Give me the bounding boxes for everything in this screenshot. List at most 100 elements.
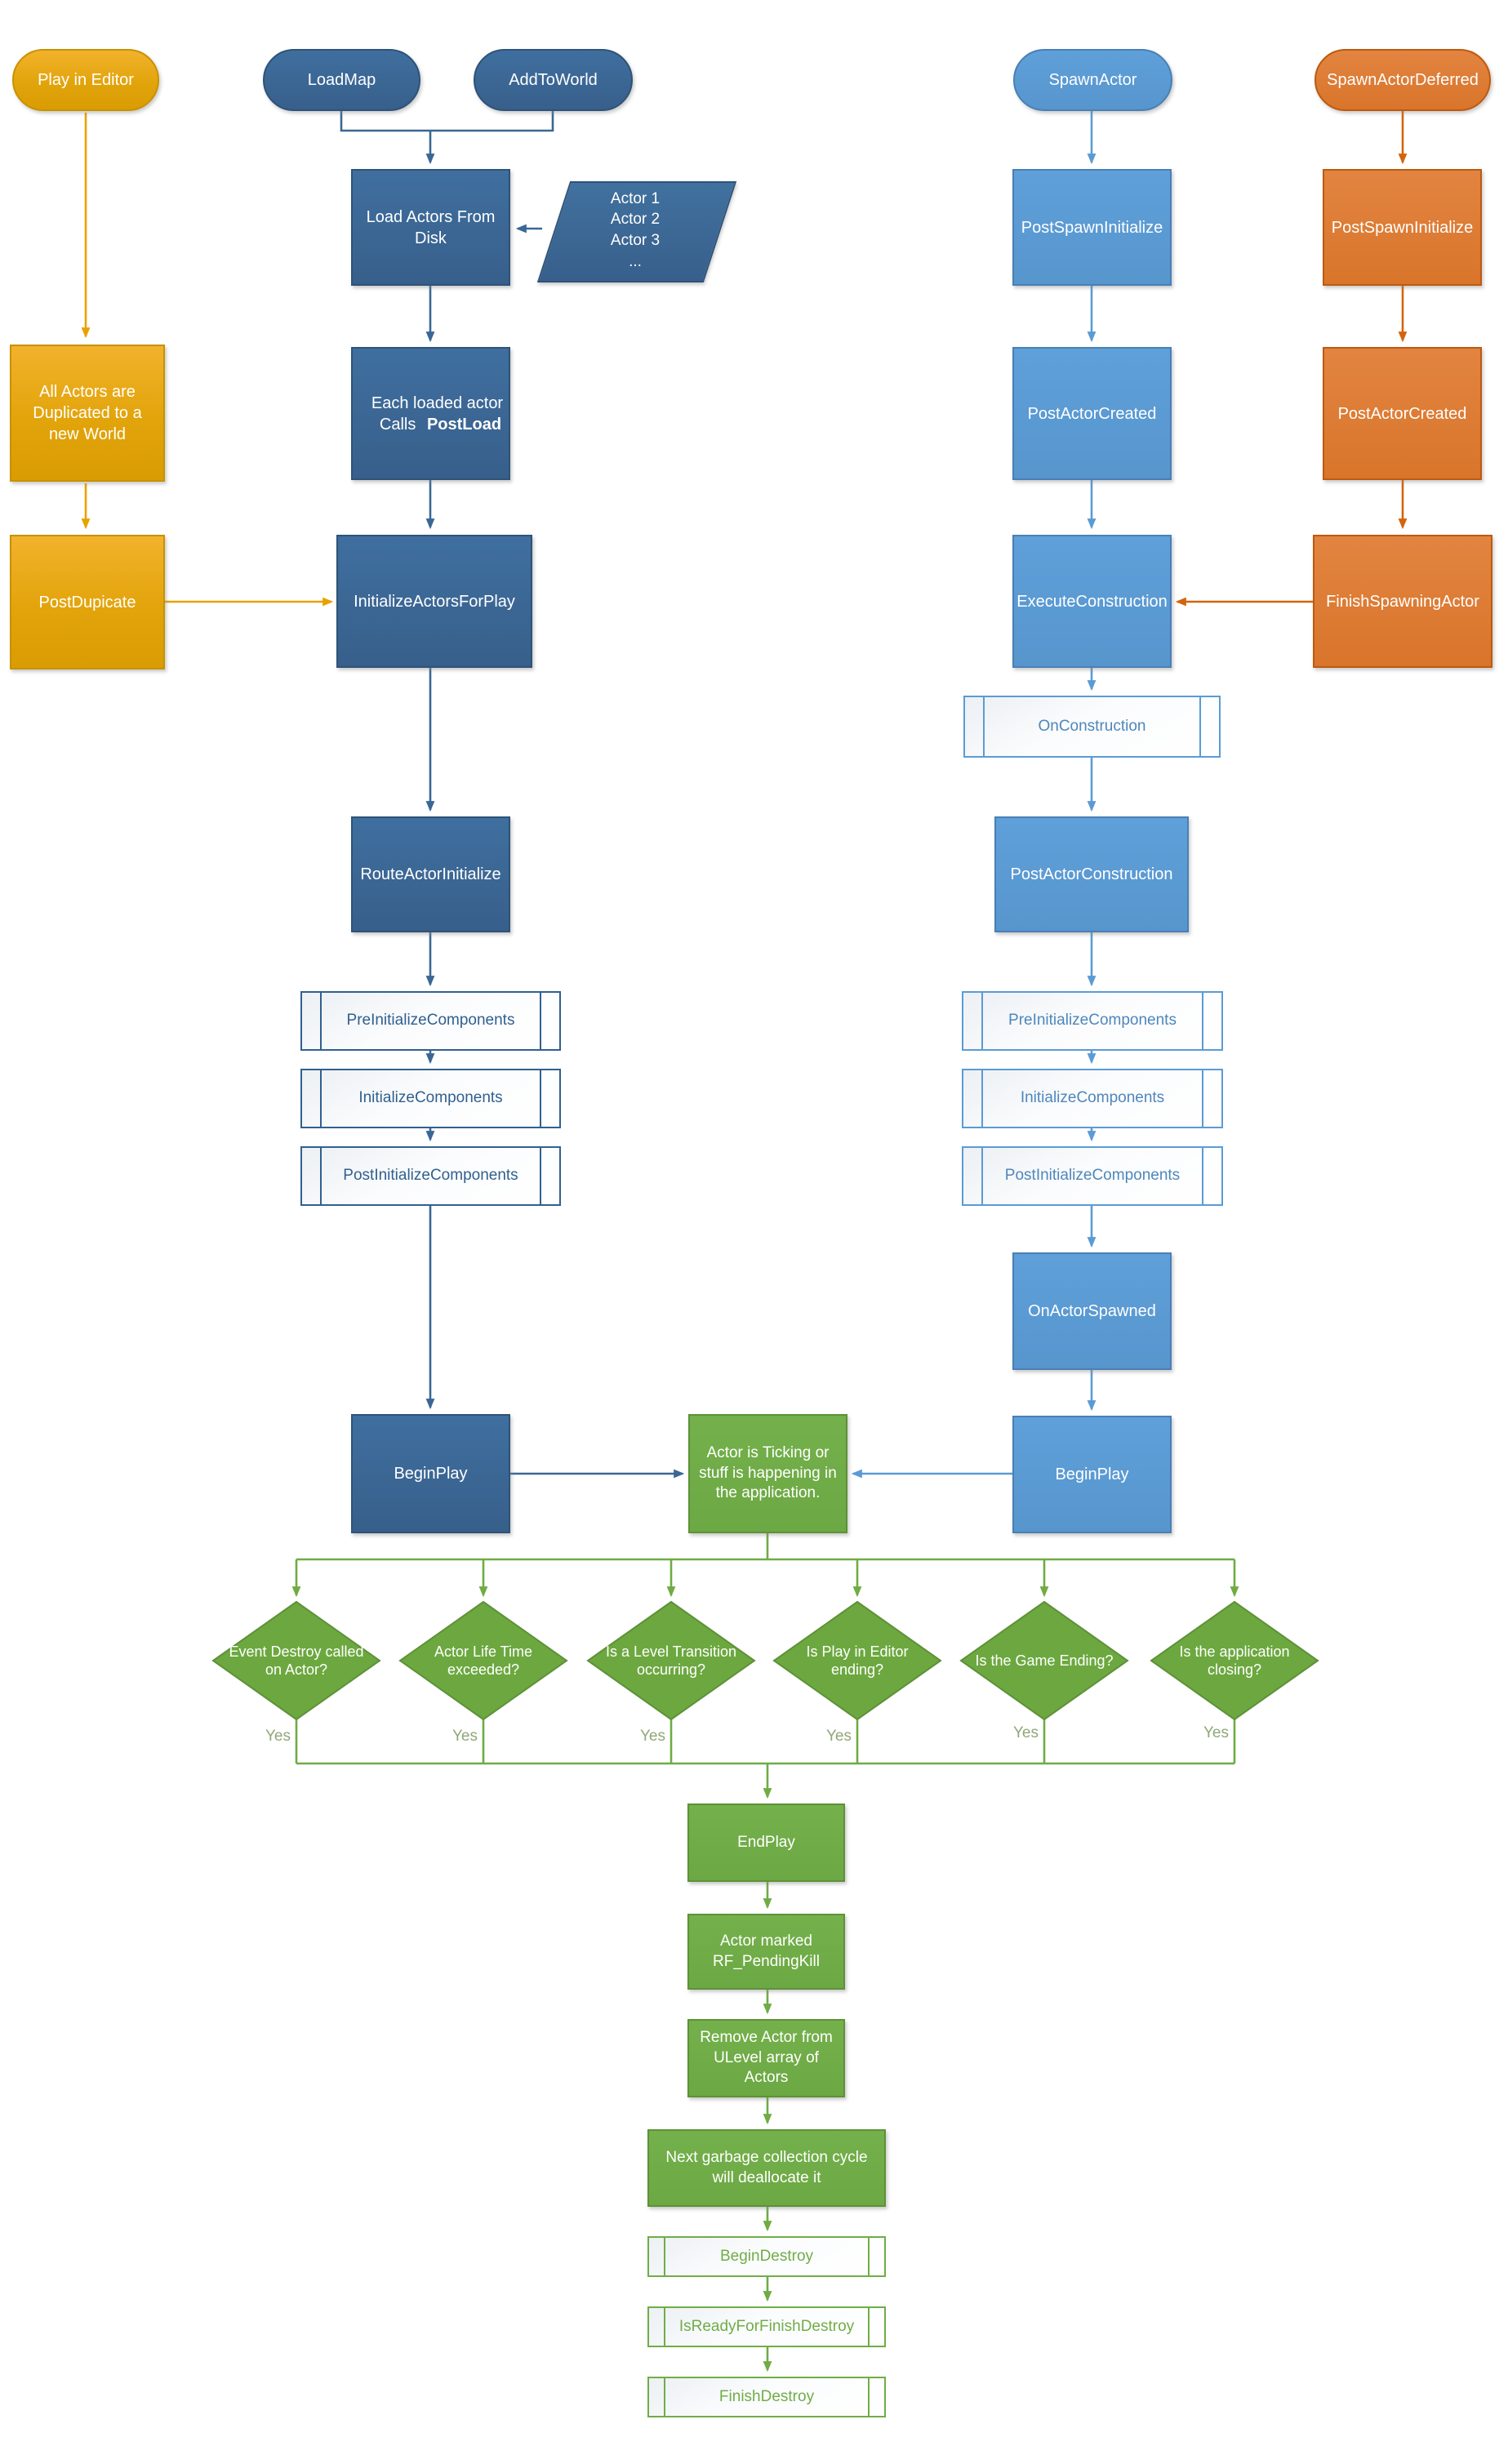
process-post-duplicate-label: PostDupicate bbox=[38, 593, 136, 612]
process-post-duplicate: PostDupicate bbox=[10, 535, 165, 669]
subprocess-initialize-components-load: InitializeComponents bbox=[300, 1069, 561, 1128]
process-post-spawn-initialize-spawn: PostSpawnInitialize bbox=[1012, 169, 1172, 286]
process-finish-spawning-actor: FinishSpawningActor bbox=[1313, 535, 1492, 668]
process-all-actors-duplicated-label: All Actors are Duplicated to a new World bbox=[33, 383, 142, 443]
process-initialize-actors-for-play: InitializeActorsForPlay bbox=[336, 535, 532, 668]
process-begin-play-spawn-label: BeginPlay bbox=[1055, 1466, 1129, 1483]
process-begin-play-spawn: BeginPlay bbox=[1012, 1416, 1172, 1533]
process-end-play-label: EndPlay bbox=[737, 1833, 795, 1851]
decision-lifetime-label: Actor Life Time exceeded? bbox=[411, 1623, 555, 1698]
decision-diamond-game-ending bbox=[959, 1600, 1129, 1721]
process-garbage-collection: Next garbage collection cycle will deall… bbox=[647, 2129, 886, 2207]
process-remove-from-ulevel: Remove Actor from ULevel array of Actors bbox=[687, 2019, 845, 2097]
process-on-actor-spawned: OnActorSpawned bbox=[1012, 1252, 1172, 1370]
process-post-spawn-initialize-spawn-label: PostSpawnInitialize bbox=[1021, 218, 1163, 237]
process-post-actor-created-deferred: PostActorCreated bbox=[1323, 347, 1482, 480]
process-route-actor-initialize: RouteActorInitialize bbox=[351, 816, 510, 932]
process-pending-kill: Actor marked RF_PendingKill bbox=[687, 1914, 845, 1990]
decision-label-text: Event Destroy called on Actor? bbox=[229, 1643, 364, 1679]
decision-label-text: Is a Level Transition occurring? bbox=[605, 1643, 737, 1679]
decision-game-ending-label: Is the Game Ending? bbox=[972, 1623, 1116, 1698]
data-actor-list: Actor 1 Actor 2 Actor 3 ... bbox=[545, 181, 725, 279]
process-actor-ticking: Actor is Ticking or stuff is happening i… bbox=[688, 1414, 847, 1533]
subprocess-on-construction-label: OnConstruction bbox=[1038, 717, 1146, 735]
subprocess-initialize-components-spawn: InitializeComponents bbox=[962, 1069, 1223, 1128]
subprocess-post-initialize-components-spawn-label: PostInitializeComponents bbox=[1004, 1167, 1181, 1185]
yes-text: Yes bbox=[640, 1728, 665, 1745]
subprocess-pre-initialize-components-load: PreInitializeComponents bbox=[300, 991, 561, 1051]
process-on-actor-spawned-label: OnActorSpawned bbox=[1028, 1302, 1156, 1320]
terminator-spawn-actor-deferred-label: SpawnActorDeferred bbox=[1327, 71, 1479, 89]
postload-bold: PostLoad bbox=[426, 415, 502, 434]
process-remove-from-ulevel-label: Remove Actor from ULevel array of Actors bbox=[700, 2028, 833, 2087]
process-initialize-actors-for-play-label: InitializeActorsForPlay bbox=[354, 592, 515, 611]
process-pending-kill-label: Actor marked RF_PendingKill bbox=[713, 1932, 820, 1970]
subprocess-begin-destroy-label: BeginDestroy bbox=[719, 2247, 814, 2265]
process-post-spawn-initialize-deferred: PostSpawnInitialize bbox=[1323, 169, 1482, 286]
process-load-actors-from-disk: Load Actors From Disk bbox=[351, 169, 510, 286]
process-end-play: EndPlay bbox=[687, 1804, 845, 1882]
process-post-spawn-initialize-deferred-label: PostSpawnInitialize bbox=[1331, 218, 1474, 237]
decision-pie-ending-label: Is Play in Editor ending? bbox=[785, 1623, 929, 1698]
subprocess-pre-initialize-components-spawn-label: PreInitializeComponents bbox=[1008, 1012, 1177, 1030]
decision-label-text: Is Play in Editor ending? bbox=[806, 1643, 909, 1679]
process-each-loaded-actor-postload-label: Each loaded actor Calls PostLoad bbox=[353, 393, 509, 435]
process-garbage-collection-label: Next garbage collection cycle will deall… bbox=[665, 2148, 868, 2186]
subprocess-finish-destroy-label: FinishDestroy bbox=[718, 2387, 815, 2405]
yes-text: Yes bbox=[1203, 1724, 1229, 1741]
process-execute-construction-label: ExecuteConstruction bbox=[1016, 592, 1168, 611]
yes-label-5: Yes bbox=[981, 1724, 1039, 1742]
yes-label-1: Yes bbox=[234, 1728, 291, 1746]
terminator-play-in-editor-label: Play in Editor bbox=[38, 71, 134, 89]
decision-diamond-pie-ending bbox=[772, 1600, 942, 1721]
subprocess-finish-destroy: FinishDestroy bbox=[647, 2377, 886, 2417]
subprocess-post-initialize-components-spawn: PostInitializeComponents bbox=[962, 1146, 1223, 1206]
terminator-spawn-actor: SpawnActor bbox=[1013, 49, 1172, 111]
process-begin-play-load-label: BeginPlay bbox=[394, 1465, 468, 1483]
yes-text: Yes bbox=[265, 1728, 291, 1745]
yes-label-6: Yes bbox=[1172, 1724, 1229, 1742]
process-actor-ticking-label: Actor is Ticking or stuff is happening i… bbox=[699, 1443, 837, 1502]
decision-diamond-app-closing bbox=[1150, 1600, 1319, 1721]
calls-postload-line: Calls PostLoad bbox=[359, 414, 515, 435]
decision-level-transition-label: Is a Level Transition occurring? bbox=[599, 1623, 743, 1698]
terminator-spawn-actor-deferred: SpawnActorDeferred bbox=[1314, 49, 1491, 111]
each-loaded-actor-line: Each loaded actor bbox=[371, 394, 504, 412]
process-execute-construction: ExecuteConstruction bbox=[1012, 535, 1172, 668]
decision-label-text: Is the application closing? bbox=[1179, 1643, 1290, 1679]
terminator-add-to-world: AddToWorld bbox=[474, 49, 633, 111]
terminator-add-to-world-label: AddToWorld bbox=[509, 71, 598, 89]
process-post-actor-construction: PostActorConstruction bbox=[994, 816, 1189, 932]
data-actor-list-label: Actor 1 Actor 2 Actor 3 ... bbox=[610, 189, 661, 270]
yes-label-4: Yes bbox=[794, 1728, 852, 1746]
yes-text: Yes bbox=[1013, 1724, 1039, 1741]
subprocess-initialize-components-spawn-label: InitializeComponents bbox=[1020, 1089, 1165, 1107]
subprocess-pre-initialize-components-spawn: PreInitializeComponents bbox=[962, 991, 1223, 1051]
yes-text: Yes bbox=[826, 1728, 852, 1745]
process-load-actors-from-disk-label: Load Actors From Disk bbox=[366, 207, 496, 247]
yes-label-3: Yes bbox=[608, 1728, 665, 1746]
subprocess-is-ready-for-finish-destroy-label: IsReadyForFinishDestroy bbox=[678, 2317, 855, 2335]
decision-diamond-event-destroy bbox=[211, 1600, 381, 1721]
process-all-actors-duplicated: All Actors are Duplicated to a new World bbox=[10, 345, 165, 482]
subprocess-pre-initialize-components-load-label: PreInitializeComponents bbox=[346, 1012, 515, 1030]
process-post-actor-created-spawn-label: PostActorCreated bbox=[1027, 404, 1157, 423]
process-post-actor-created-spawn: PostActorCreated bbox=[1012, 347, 1172, 480]
decision-label-text: Actor Life Time exceeded? bbox=[434, 1643, 533, 1679]
calls-prefix: Calls bbox=[379, 415, 420, 434]
subprocess-begin-destroy: BeginDestroy bbox=[647, 2236, 886, 2277]
decision-label-text: Is the Game Ending? bbox=[975, 1652, 1114, 1669]
process-post-actor-construction-label: PostActorConstruction bbox=[1010, 865, 1173, 883]
process-route-actor-initialize-label: RouteActorInitialize bbox=[360, 865, 501, 883]
decision-diamond-level-transition bbox=[586, 1600, 756, 1721]
terminator-spawn-actor-label: SpawnActor bbox=[1048, 71, 1137, 89]
process-finish-spawning-actor-label: FinishSpawningActor bbox=[1326, 592, 1479, 611]
decision-diamond-lifetime bbox=[398, 1600, 568, 1721]
terminator-load-map-label: LoadMap bbox=[307, 71, 376, 89]
process-post-actor-created-deferred-label: PostActorCreated bbox=[1337, 404, 1467, 423]
decision-app-closing-label: Is the application closing? bbox=[1163, 1623, 1306, 1698]
subprocess-post-initialize-components-load-label: PostInitializeComponents bbox=[343, 1167, 518, 1185]
yes-label-2: Yes bbox=[420, 1728, 478, 1746]
subprocess-initialize-components-load-label: InitializeComponents bbox=[358, 1089, 503, 1107]
